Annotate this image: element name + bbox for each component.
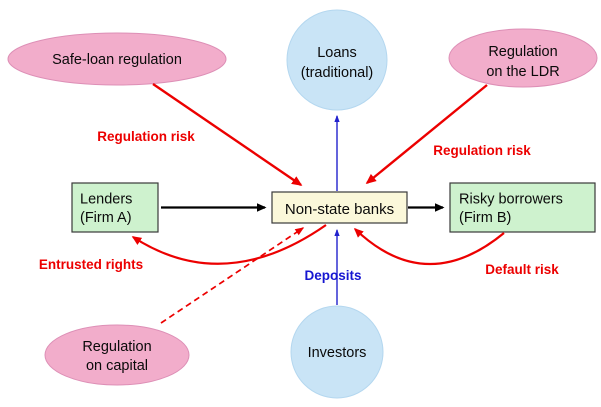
label-deposits: Deposits — [304, 268, 361, 283]
loans-label-line2: (traditional) — [301, 65, 374, 81]
investors-circle — [290, 305, 384, 399]
edge-regulation-risk-left-arrow — [152, 83, 303, 186]
regulation-ldr-label-line1: Regulation — [488, 44, 557, 60]
label-regulation-risk-right: Regulation risk — [433, 143, 531, 158]
lenders-label-line1: Lenders — [80, 192, 132, 208]
risky-borrowers-label-line2: (Firm B) — [459, 210, 511, 226]
node-investors: Investors — [290, 305, 384, 399]
loans-label-line1: Loans — [317, 45, 357, 61]
loans-circle — [286, 9, 388, 111]
node-safe-loan-regulation: Safe-loan regulation — [7, 32, 227, 86]
label-default-risk: Default risk — [485, 262, 559, 277]
regulation-ldr-label-line2: on the LDR — [486, 64, 559, 80]
edge-entrusted-rights-arrow — [131, 224, 327, 265]
label-entrusted-rights: Entrusted rights — [39, 257, 143, 272]
node-loans-traditional: Loans (traditional) — [286, 9, 388, 111]
risky-borrowers-label-line1: Risky borrowers — [459, 192, 563, 208]
node-risky-borrowers-firm-b: Risky borrowers (Firm B) — [449, 182, 596, 233]
edge-default-risk-arrow — [353, 227, 505, 266]
investors-label: Investors — [308, 345, 367, 361]
non-state-banks-label: Non-state banks — [285, 201, 394, 218]
non-state-banks-box — [271, 191, 408, 224]
lenders-label-line2: (Firm A) — [80, 210, 132, 226]
regulation-capital-label-line2: on capital — [86, 358, 148, 374]
node-non-state-banks: Non-state banks — [271, 191, 408, 224]
node-regulation-on-ldr: Regulation on the LDR — [448, 28, 598, 88]
edge-regulation-capital-dashed-arrow — [160, 227, 305, 324]
lenders-box — [71, 182, 159, 233]
safe-loan-regulation-label: Safe-loan regulation — [52, 52, 182, 68]
safe-loan-regulation-ellipse — [7, 32, 227, 86]
edge-regulation-risk-right-arrow — [365, 84, 488, 185]
label-regulation-risk-left: Regulation risk — [97, 129, 195, 144]
regulation-capital-ellipse — [44, 324, 190, 386]
node-lenders-firm-a: Lenders (Firm A) — [71, 182, 159, 233]
node-regulation-on-capital: Regulation on capital — [44, 324, 190, 386]
risky-borrowers-box — [449, 182, 596, 233]
regulation-ldr-ellipse — [448, 28, 598, 88]
regulation-capital-label-line1: Regulation — [82, 339, 151, 355]
